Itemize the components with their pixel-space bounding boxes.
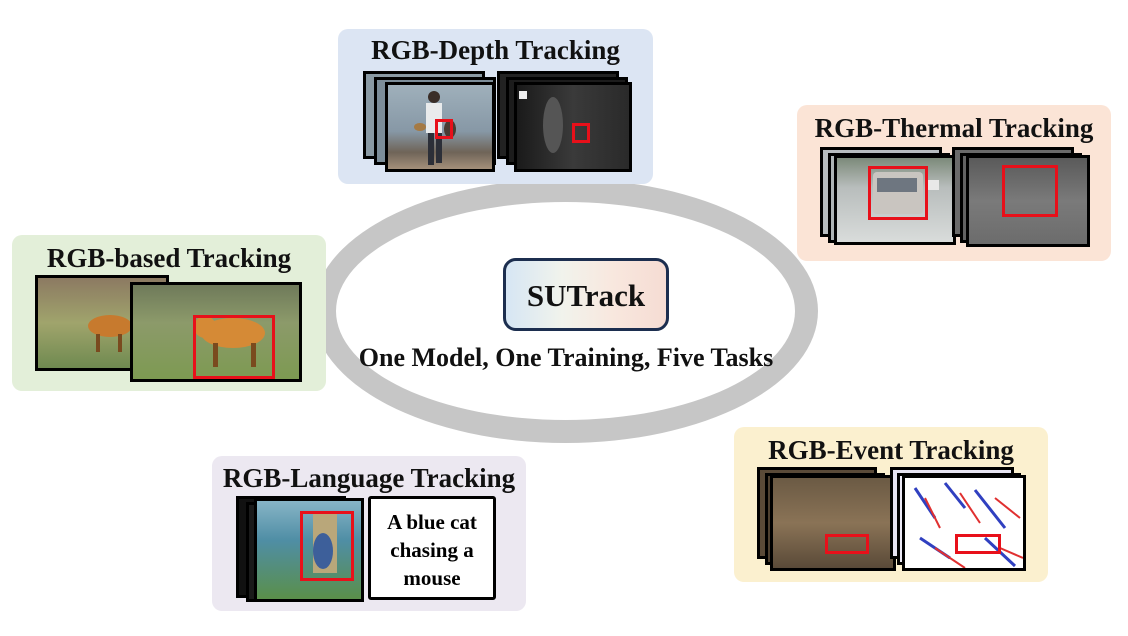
depth-map-frame-front [514, 82, 632, 172]
depth-rgb-frame-front [385, 82, 495, 172]
thermal-ir-frame-front [966, 155, 1090, 247]
language-description: A blue cat chasing a mouse [368, 496, 496, 600]
tagline: One Model, One Training, Five Tasks [358, 343, 774, 372]
event-stream-frame-front [902, 475, 1026, 571]
depth-rgb-bbox [435, 119, 453, 139]
event-stream-bbox [955, 534, 1001, 554]
thermal-rgb-bbox [868, 166, 928, 220]
bus-figure [873, 172, 939, 214]
thermal-rgb-frame-front [834, 155, 956, 245]
sutrack-title: SUTrack [526, 278, 646, 313]
event-stream-pattern [913, 482, 1023, 568]
tiger-figure-front [194, 316, 265, 367]
panel-title-thermal: RGB-Thermal Tracking [814, 113, 1094, 143]
language-frame-front [254, 498, 364, 602]
rgb-bbox [193, 315, 275, 379]
event-rgb-frame-front [770, 475, 896, 571]
cartoon-cat-figure [313, 513, 337, 573]
language-bbox [300, 511, 354, 581]
depth-silhouette [519, 91, 563, 153]
panel-title-event: RGB-Event Tracking [768, 435, 1014, 465]
rgb-frame-front [130, 282, 302, 382]
panel-title-depth: RGB-Depth Tracking [371, 35, 620, 65]
thermal-ir-bbox [1002, 165, 1058, 217]
sutrack-label-box: SUTrack [503, 258, 669, 331]
depth-map-bbox [572, 123, 590, 143]
panel-title-language: RGB-Language Tracking [222, 463, 516, 493]
tiger-figure-back [88, 315, 132, 352]
event-rgb-bbox [825, 534, 869, 554]
panel-title-rgb: RGB-based Tracking [46, 243, 292, 273]
